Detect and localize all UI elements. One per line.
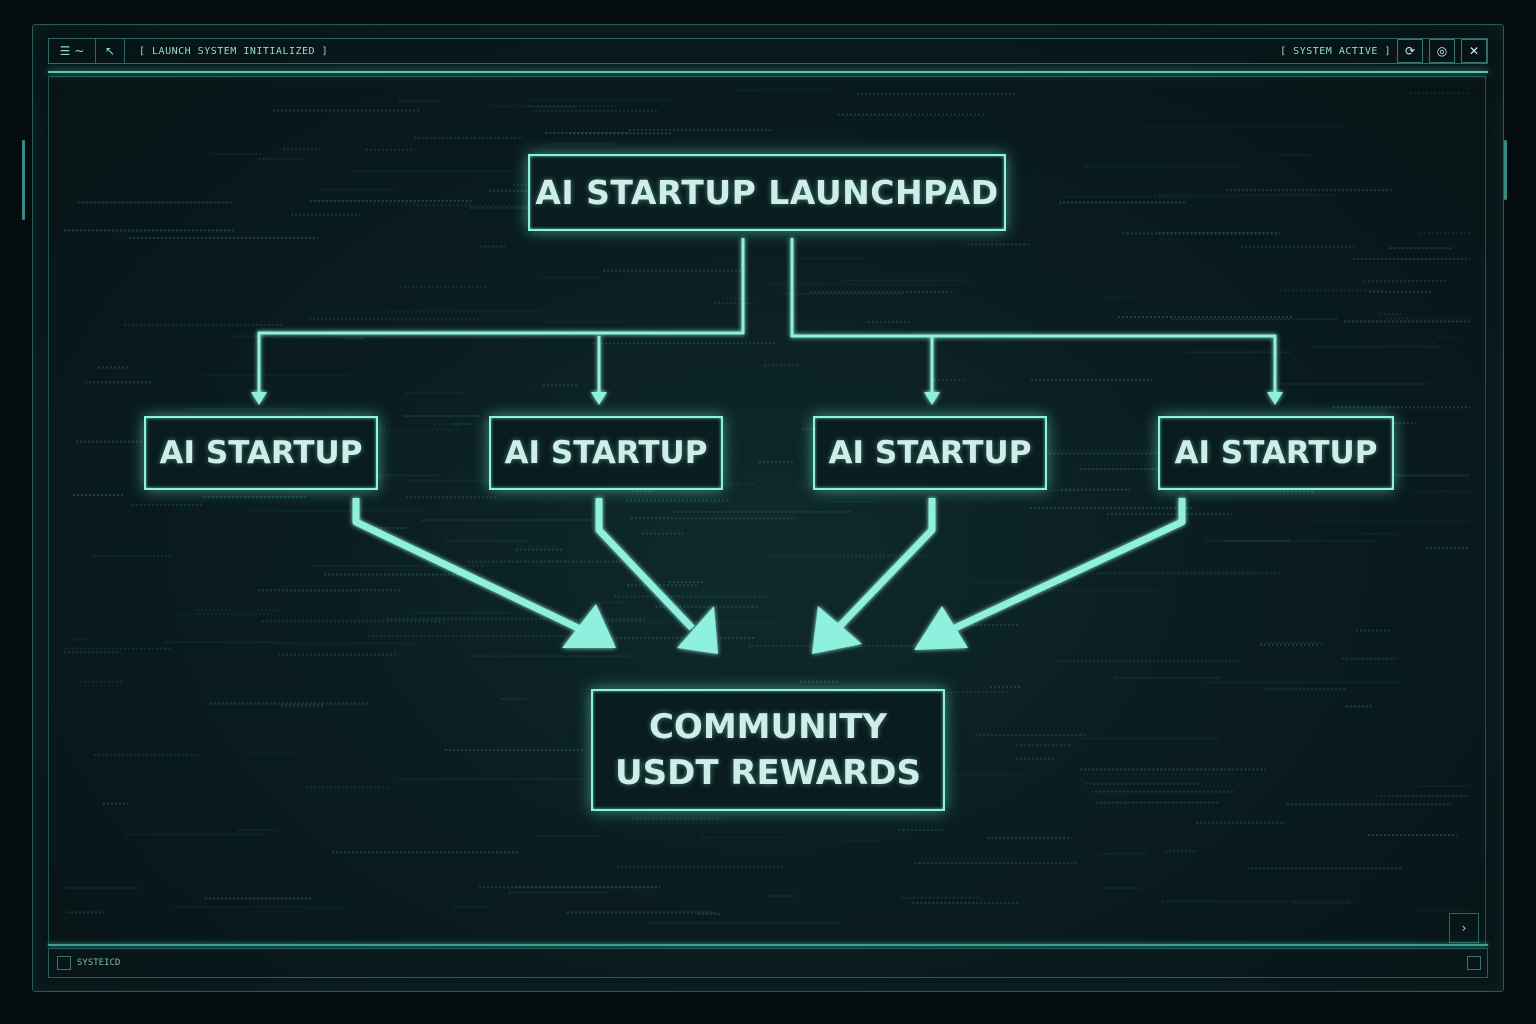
arrowhead-startup-2 [591, 392, 607, 405]
rewards-node: COMMUNITY USDT REWARDS [591, 689, 945, 811]
pointer-icon[interactable]: ↖ [96, 39, 125, 63]
flow-startup-4 [953, 498, 1186, 632]
arrowhead-startup-4 [1267, 392, 1283, 405]
flow-arrowhead-3 [812, 606, 862, 654]
system-status-text: [ SYSTEM ACTIVE ] [1280, 45, 1391, 57]
close-icon[interactable]: ✕ [1461, 39, 1487, 63]
startup-label: AI STARTUP [504, 435, 708, 471]
startup-node-4: AI STARTUP [1158, 416, 1394, 490]
startup-label: AI STARTUP [828, 435, 1032, 471]
rewards-label-line-1: COMMUNITY [648, 707, 888, 747]
launch-status-text: [ LAUNCH SYSTEM INITIALIZED ] [139, 45, 329, 57]
connector-root-left [257, 238, 745, 396]
expand-chevron-icon[interactable]: › [1449, 913, 1479, 943]
flow-startup-2 [595, 498, 695, 631]
flow-startup-3 [835, 498, 936, 631]
startup-node-1: AI STARTUP [144, 416, 378, 490]
bottom-status-bar: SYSTEICD [48, 948, 1488, 978]
top-divider [48, 71, 1488, 73]
startup-node-3: AI STARTUP [813, 416, 1047, 490]
right-edge-marker [1504, 140, 1507, 200]
startup-node-2: AI STARTUP [489, 416, 723, 490]
panel-toggle-icon[interactable] [1467, 956, 1481, 970]
launchpad-node: AI STARTUP LAUNCHPAD [528, 154, 1006, 231]
rewards-label-line-2: USDT REWARDS [615, 753, 921, 793]
settings-icon[interactable]: ◎ [1429, 39, 1455, 63]
arrowhead-startup-3 [924, 392, 940, 405]
bottom-status-label: SYSTEICD [77, 958, 121, 968]
flow-arrowhead-2 [677, 606, 718, 654]
launchpad-label: AI STARTUP LAUNCHPAD [535, 173, 999, 212]
startup-label: AI STARTUP [159, 435, 363, 471]
refresh-icon[interactable]: ⟳ [1397, 39, 1423, 63]
startup-label: AI STARTUP [1174, 435, 1378, 471]
menu-icon[interactable]: ☰ ~ [49, 39, 96, 63]
arrowhead-startup-1 [251, 392, 267, 405]
play-icon[interactable] [57, 956, 71, 970]
flow-arrowhead-1 [562, 604, 616, 648]
top-toolbar: ☰ ~ ↖ [ LAUNCH SYSTEM INITIALIZED ] [ SY… [48, 38, 1488, 64]
flow-startup-1 [352, 498, 580, 632]
flow-arrowhead-4 [914, 606, 968, 650]
connector-root-right [790, 238, 1277, 396]
bottom-divider [48, 944, 1488, 946]
left-edge-marker [22, 140, 25, 220]
